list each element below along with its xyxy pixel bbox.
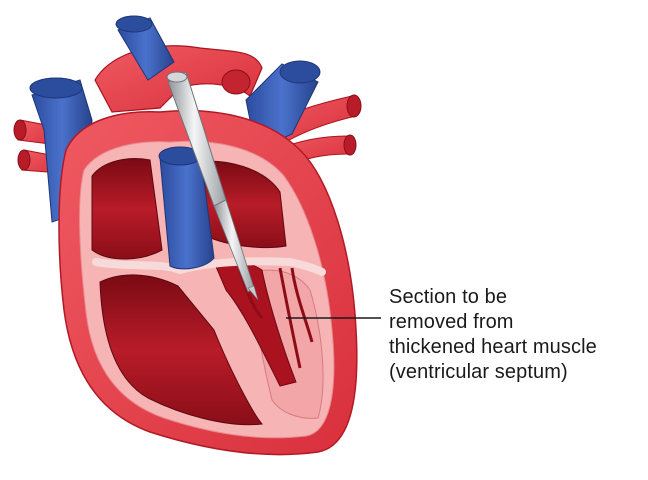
right-atrium-chamber bbox=[92, 159, 162, 259]
septum-callout-label: Section to be removed from thickened hea… bbox=[389, 285, 644, 385]
callout-line-1: Section to be bbox=[389, 285, 644, 310]
callout-line-4: (ventricular septum) bbox=[389, 360, 644, 385]
callout-line-2: removed from bbox=[389, 310, 644, 335]
callout-line-3: thickened heart muscle bbox=[389, 335, 644, 360]
